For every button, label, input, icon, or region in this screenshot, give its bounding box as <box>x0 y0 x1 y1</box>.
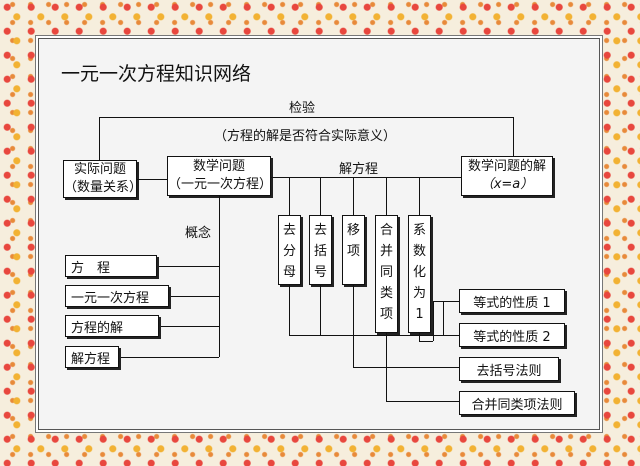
connector <box>443 301 444 335</box>
connector <box>320 177 321 215</box>
concept-item: 方 程 <box>65 255 157 277</box>
concept-item: 方程的解 <box>65 315 159 337</box>
step-combine-like-terms: 合并同类项 <box>375 215 398 333</box>
connector <box>386 333 387 401</box>
math-problem-sub: （一元一次方程） <box>168 177 273 192</box>
connector <box>419 341 433 342</box>
connector <box>219 196 220 357</box>
connector <box>353 285 354 367</box>
verify-label: 检验 <box>289 101 316 116</box>
connector <box>99 117 100 161</box>
connector <box>433 301 434 341</box>
connector <box>157 266 219 267</box>
math-solution-box: 数学问题的解 （x=a） <box>461 156 553 196</box>
concept-item: 一元一次方程 <box>65 285 169 307</box>
rule-equality-property-1: 等式的性质 1 <box>459 289 565 313</box>
step-transpose: 移项 <box>342 215 365 285</box>
concept-label: 概念 <box>185 226 212 241</box>
real-problem-box: 实际问题 （数量关系） <box>63 160 143 198</box>
connector <box>119 357 219 358</box>
connector <box>353 367 459 368</box>
connector <box>386 401 459 402</box>
connector <box>289 335 459 336</box>
rule-combine-like-terms: 合并同类项法则 <box>459 391 575 415</box>
math-problem-title: 数学问题 <box>192 159 245 174</box>
step-remove-denominator: 去分母 <box>278 215 301 285</box>
connector <box>320 285 321 335</box>
step-remove-brackets: 去括号 <box>309 215 332 285</box>
math-solution-title: 数学问题的解 <box>467 159 546 174</box>
connector <box>419 177 420 215</box>
connector <box>99 117 513 118</box>
diagram-title: 一元一次方程知识网络 <box>61 63 252 85</box>
connector <box>419 333 420 341</box>
connector <box>289 177 290 215</box>
math-solution-sub: （x=a） <box>480 177 534 192</box>
connector <box>386 177 387 215</box>
connector <box>289 285 290 335</box>
connector <box>159 326 219 327</box>
real-problem-title: 实际问题 <box>73 162 126 177</box>
solve-label: 解方程 <box>339 162 379 177</box>
connector <box>271 177 461 178</box>
math-problem-box: 数学问题 （一元一次方程） <box>167 156 273 196</box>
verify-note: （方程的解是否符合实际意义） <box>214 129 397 144</box>
connector <box>513 117 514 161</box>
real-problem-sub: （数量关系） <box>64 180 143 195</box>
diagram-panel: 一元一次方程知识网络 检验 （方程的解是否符合实际意义） 实际问题 （数量关系）… <box>38 38 600 430</box>
concept-item: 解方程 <box>65 346 119 368</box>
connector <box>353 177 354 215</box>
connector <box>433 301 459 302</box>
rule-equality-property-2: 等式的性质 2 <box>459 323 565 347</box>
rule-bracket-removal: 去括号法则 <box>459 357 559 381</box>
connector <box>137 179 167 180</box>
connector <box>169 296 219 297</box>
